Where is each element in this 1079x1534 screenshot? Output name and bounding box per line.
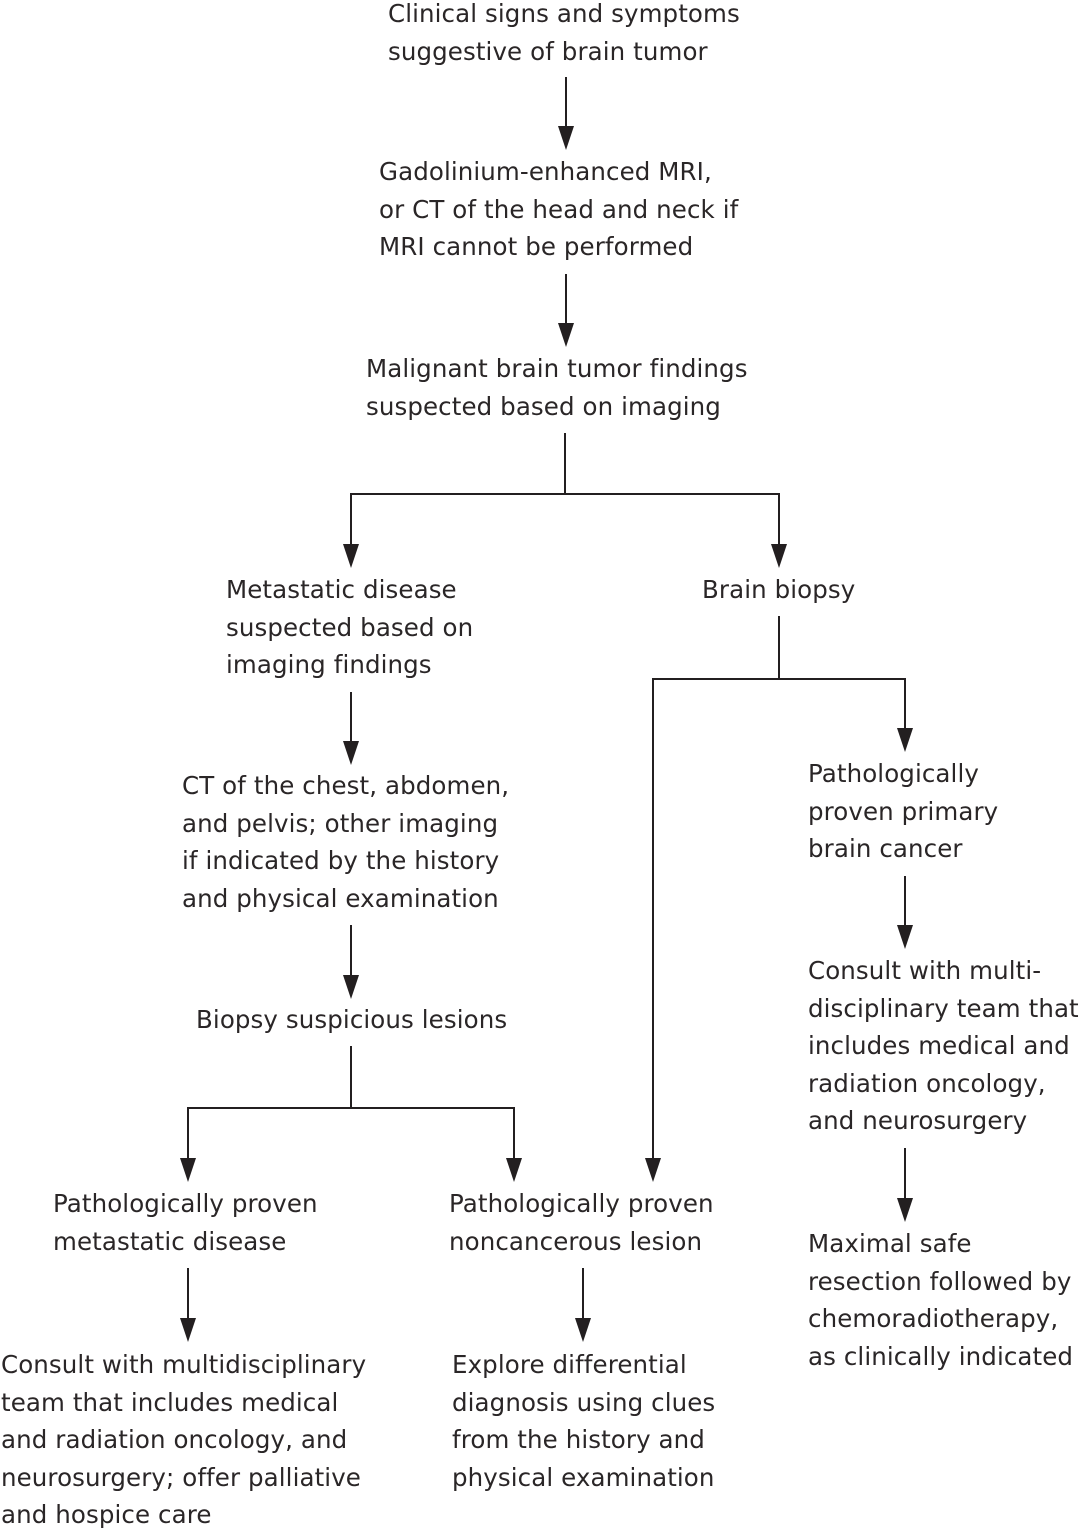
node-biopsy-lesions: Biopsy suspicious lesions — [196, 1001, 507, 1039]
node-text-line: Pathologically proven — [449, 1189, 714, 1218]
node-text-line: Metastatic disease — [226, 575, 457, 604]
arrowhead — [558, 126, 574, 150]
node-text-line: brain cancer — [808, 834, 963, 863]
node-text-line: disciplinary team that — [808, 993, 1079, 1023]
arrowhead — [771, 544, 787, 568]
node-differential: Explore differential diagnosis using clu… — [452, 1346, 715, 1496]
node-metastatic-suspected: Metastatic disease suspected based on im… — [226, 571, 473, 684]
node-text-line: resection followed by — [808, 1266, 1072, 1296]
node-text-line: chemoradiotherapy, — [808, 1304, 1059, 1333]
arrowhead — [343, 544, 359, 568]
node-ct-body: CT of the chest, abdomen, and pelvis; ot… — [182, 767, 509, 917]
node-text-line: if indicated by the history — [182, 846, 500, 875]
arrowhead — [558, 323, 574, 347]
node-text-line: Brain biopsy — [702, 575, 856, 604]
arrowhead — [343, 975, 359, 999]
node-consult-primary: Consult with multi- disciplinary team th… — [808, 952, 1079, 1140]
node-primary-cancer: Pathologically proven primary brain canc… — [808, 755, 998, 868]
arrowhead — [897, 1198, 913, 1222]
node-text-line: Clinical signs and symptoms — [388, 0, 740, 28]
node-text-line: suspected based on imaging — [366, 391, 721, 421]
node-text-line: diagnosis using clues — [452, 1387, 716, 1417]
arrowhead — [343, 741, 359, 765]
node-text-line: Gadolinium-enhanced MRI, — [379, 157, 712, 186]
node-consult-metastatic: Consult with multidisciplinary team that… — [1, 1346, 366, 1534]
node-text-line: Maximal safe — [808, 1229, 972, 1258]
node-text-line: team that includes medical — [1, 1387, 339, 1417]
node-text-line: Biopsy suspicious lesions — [196, 1005, 508, 1034]
node-text-line: suggestive of brain tumor — [388, 36, 708, 66]
node-text-line: and pelvis; other imaging — [182, 808, 499, 838]
node-proven-metastatic: Pathologically proven metastatic disease — [53, 1185, 318, 1260]
node-text-line: imaging findings — [226, 650, 432, 679]
node-text-line: MRI cannot be performed — [379, 232, 694, 261]
node-text-line: or CT of the head and neck if — [379, 194, 739, 224]
node-text-line: Pathologically — [808, 759, 979, 788]
arrowhead — [645, 1158, 661, 1182]
node-symptoms: Clinical signs and symptoms suggestive o… — [388, 0, 740, 70]
node-text-line: includes medical and — [808, 1031, 1070, 1060]
node-text-line: and hospice care — [1, 1500, 212, 1529]
node-brain-biopsy: Brain biopsy — [702, 571, 855, 609]
node-text-line: from the history and — [452, 1425, 705, 1454]
node-text-line: Explore differential — [452, 1350, 687, 1379]
node-proven-noncancerous: Pathologically proven noncancerous lesio… — [449, 1185, 714, 1260]
node-text-line: and physical examination — [182, 883, 499, 913]
node-text-line: Consult with multi- — [808, 956, 1042, 985]
node-text-line: as clinically indicated — [808, 1341, 1074, 1371]
node-resection: Maximal safe resection followed by chemo… — [808, 1225, 1073, 1375]
node-text-line: metastatic disease — [53, 1226, 287, 1256]
arrowhead — [897, 925, 913, 949]
node-text-line: physical examination — [452, 1462, 715, 1492]
node-text-line: proven primary — [808, 796, 999, 826]
node-text-line: and neurosurgery — [808, 1106, 1028, 1135]
node-text-line: neurosurgery; offer palliative — [1, 1462, 361, 1492]
node-mri: Gadolinium-enhanced MRI, or CT of the he… — [379, 153, 738, 266]
node-text-line: radiation oncology, — [808, 1068, 1046, 1098]
node-text-line: noncancerous lesion — [449, 1226, 703, 1256]
node-text-line: Pathologically proven — [53, 1189, 318, 1218]
node-malignant: Malignant brain tumor findings suspected… — [366, 350, 748, 425]
node-text-line: Malignant brain tumor findings — [366, 354, 748, 383]
node-text-line: CT of the chest, abdomen, — [182, 771, 510, 800]
arrowhead — [180, 1318, 196, 1342]
arrowhead — [506, 1158, 522, 1182]
arrowhead — [180, 1158, 196, 1182]
arrowhead — [897, 728, 913, 752]
node-text-line: suspected based on — [226, 612, 474, 642]
node-text-line: and radiation oncology, and — [1, 1425, 348, 1454]
node-text-line: Consult with multidisciplinary — [1, 1350, 367, 1379]
arrowhead — [575, 1318, 591, 1342]
